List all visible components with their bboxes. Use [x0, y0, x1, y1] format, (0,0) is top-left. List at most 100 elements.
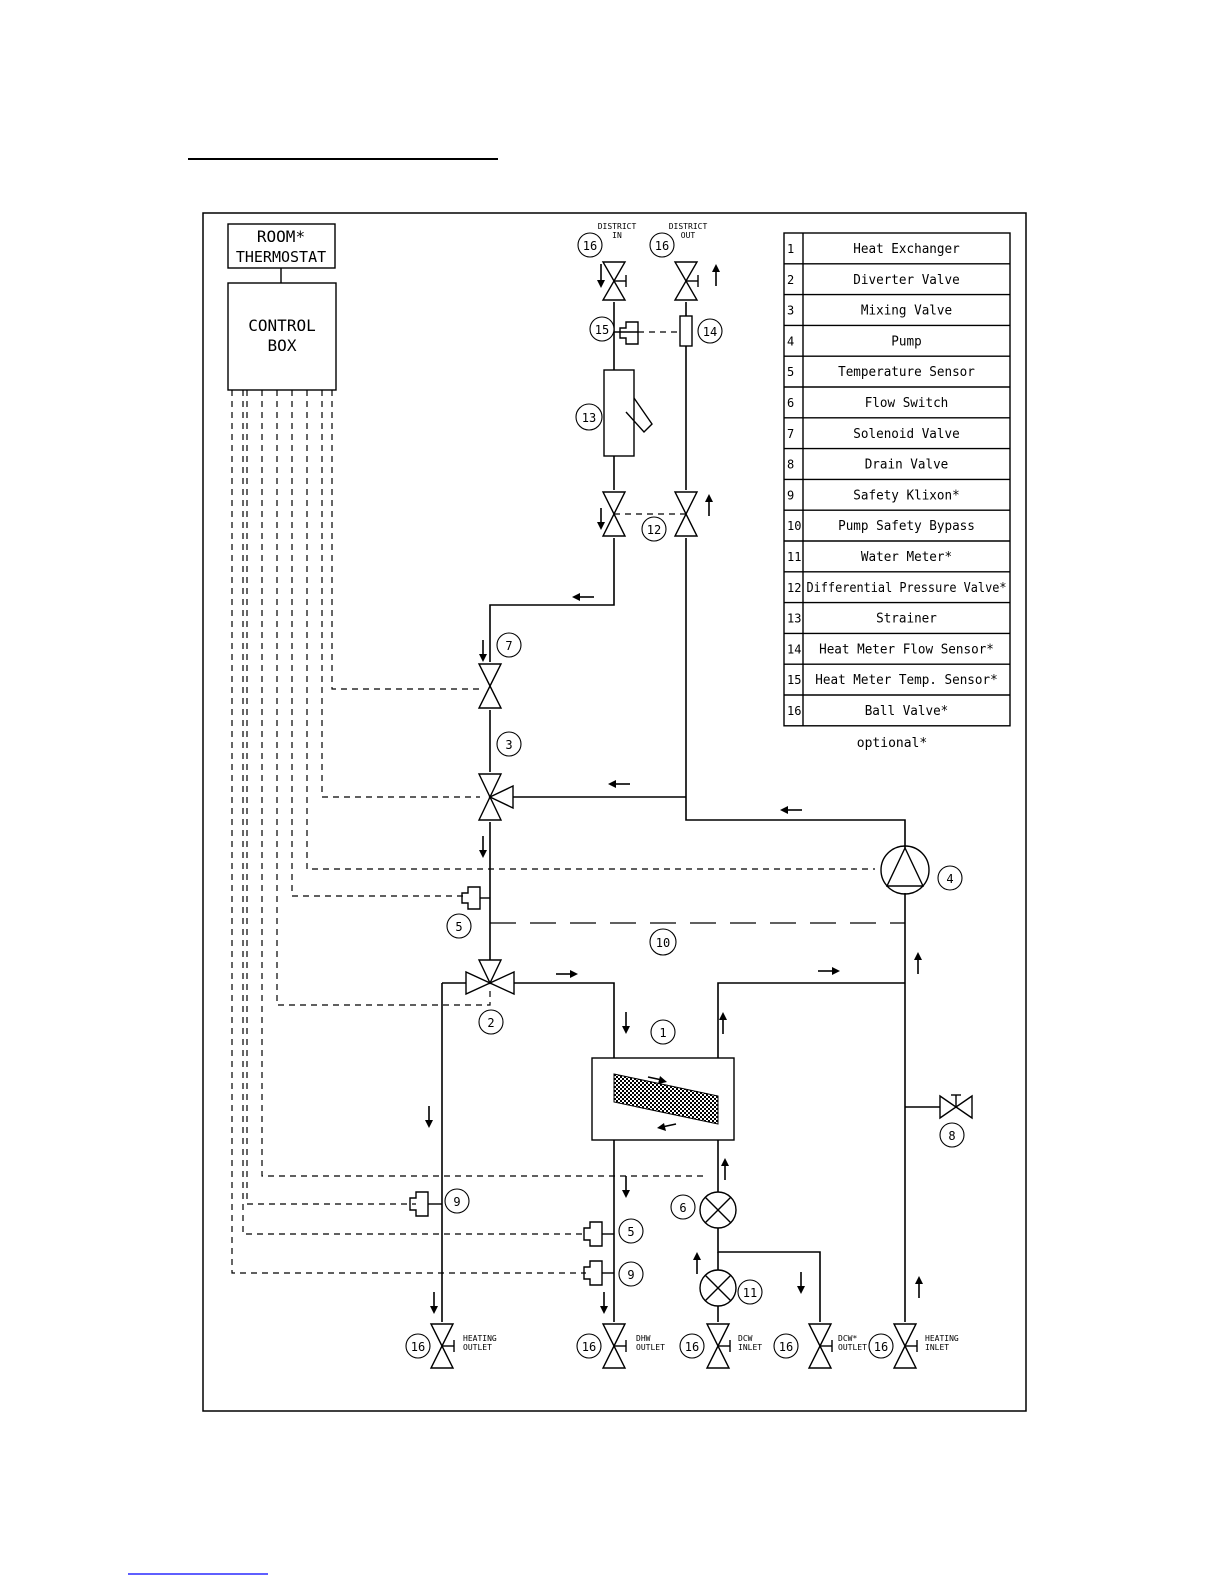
svg-text:3: 3	[505, 738, 512, 752]
legend-item-number: 15	[787, 673, 801, 687]
port-label-heating-inlet: HEATING INLET	[925, 1334, 959, 1352]
legend-item-label: Safety Klixon*	[853, 488, 959, 503]
svg-text:9: 9	[627, 1268, 634, 1282]
legend-row: 12 Differential Pressure Valve*	[787, 581, 1007, 596]
legend-row: 13 Strainer	[787, 612, 937, 627]
flow-arrow-left	[608, 780, 630, 788]
diagram-frame	[202, 212, 1027, 1412]
legend-item-label: Differential Pressure Valve*	[807, 581, 1007, 596]
callout-5: 5	[446, 913, 472, 939]
port-label-dcw-inlet: DCW INLET	[738, 1334, 762, 1352]
differential-pressure-valve	[673, 491, 699, 537]
svg-text:16: 16	[583, 239, 597, 253]
flow-arrow-up	[721, 1158, 729, 1180]
room-thermostat: ROOM* THERMOSTAT	[227, 223, 336, 269]
svg-text:11: 11	[743, 1286, 757, 1300]
heat-exchanger	[591, 1057, 735, 1141]
callout-6: 6	[670, 1194, 696, 1220]
flow-switch	[699, 1191, 737, 1229]
control-box: CONTROL BOX	[227, 282, 337, 391]
svg-text:OUTLET: OUTLET	[463, 1343, 492, 1352]
flow-arrow-up	[719, 1012, 727, 1034]
strainer	[603, 369, 653, 457]
safety-klixon-1	[409, 1191, 442, 1217]
callout-14: 14	[697, 318, 723, 344]
ball-valve-heating-inlet	[892, 1323, 918, 1369]
svg-text:16: 16	[582, 1340, 596, 1354]
legend-item-label: Water Meter*	[861, 550, 952, 565]
svg-text:4: 4	[946, 872, 953, 886]
ball-valve-dcw-inlet	[705, 1323, 731, 1369]
callout-4: 4	[937, 865, 963, 891]
callout-16: 16	[649, 232, 675, 258]
temperature-sensor-primary	[461, 886, 490, 910]
legend-item-label: Ball Valve*	[865, 704, 949, 719]
legend-item-number: 3	[787, 304, 794, 318]
svg-text:16: 16	[685, 1340, 699, 1354]
flow-arrow-left	[657, 1123, 677, 1131]
legend-item-label: Solenoid Valve	[853, 427, 960, 442]
ball-valve-district-in	[601, 261, 627, 301]
flow-arrow-right	[818, 967, 840, 975]
legend-item-number: 5	[787, 365, 794, 379]
callout-13: 13	[575, 403, 603, 431]
svg-text:16: 16	[411, 1340, 425, 1354]
callout-15: 15	[589, 316, 615, 342]
solenoid-valve	[477, 663, 503, 709]
svg-text:7: 7	[505, 639, 512, 653]
callout-16: 16	[405, 1333, 431, 1359]
svg-text:6: 6	[679, 1201, 686, 1215]
legend-item-label: Strainer	[876, 612, 937, 627]
flow-arrow-up	[705, 494, 713, 516]
flow-arrow-up	[693, 1252, 701, 1274]
callout-2: 2	[478, 1009, 504, 1035]
port-label-district-in: DISTRICT IN	[598, 222, 637, 240]
legend-item-number: 16	[787, 704, 801, 718]
callout-5: 5	[618, 1218, 644, 1244]
legend-item-number: 12	[787, 581, 801, 595]
flow-arrow-down	[622, 1012, 630, 1034]
flow-arrow-right	[647, 1076, 667, 1084]
callout-9: 9	[444, 1188, 470, 1214]
callout-16: 16	[576, 1333, 602, 1359]
flow-arrow-down	[425, 1106, 433, 1128]
svg-text:13: 13	[582, 411, 596, 425]
flow-arrow-down	[479, 640, 487, 662]
callout-3: 3	[496, 731, 522, 757]
control-box-line2: BOX	[268, 336, 297, 355]
pipework	[441, 302, 940, 1322]
room-thermostat-line2: THERMOSTAT	[236, 248, 326, 266]
svg-text:5: 5	[455, 920, 462, 934]
svg-text:DISTRICT: DISTRICT	[669, 222, 708, 231]
callout-12: 12	[641, 516, 667, 542]
temperature-sensor-dhw	[583, 1221, 614, 1247]
svg-text:9: 9	[453, 1195, 460, 1209]
svg-text:INLET: INLET	[925, 1343, 949, 1352]
svg-text:14: 14	[703, 325, 717, 339]
svg-text:16: 16	[874, 1340, 888, 1354]
svg-text:INLET: INLET	[738, 1343, 762, 1352]
callout-8: 8	[939, 1122, 965, 1148]
svg-text:OUT: OUT	[681, 231, 696, 240]
svg-text:DISTRICT: DISTRICT	[598, 222, 637, 231]
ball-valve-district-out	[673, 261, 699, 301]
port-label-district-out: DISTRICT OUT	[669, 222, 708, 240]
callout-7: 7	[496, 632, 522, 658]
svg-text:12: 12	[647, 523, 661, 537]
legend-item-label: Flow Switch	[865, 396, 949, 411]
legend-item-number: 13	[787, 612, 801, 626]
flow-arrow-down	[797, 1272, 805, 1294]
svg-text:DCW*: DCW*	[838, 1334, 857, 1343]
callout-11: 11	[737, 1279, 763, 1305]
flow-arrow-up	[914, 952, 922, 974]
legend-item-number: 6	[787, 396, 794, 410]
ball-valve-dcw-outlet	[807, 1323, 833, 1369]
